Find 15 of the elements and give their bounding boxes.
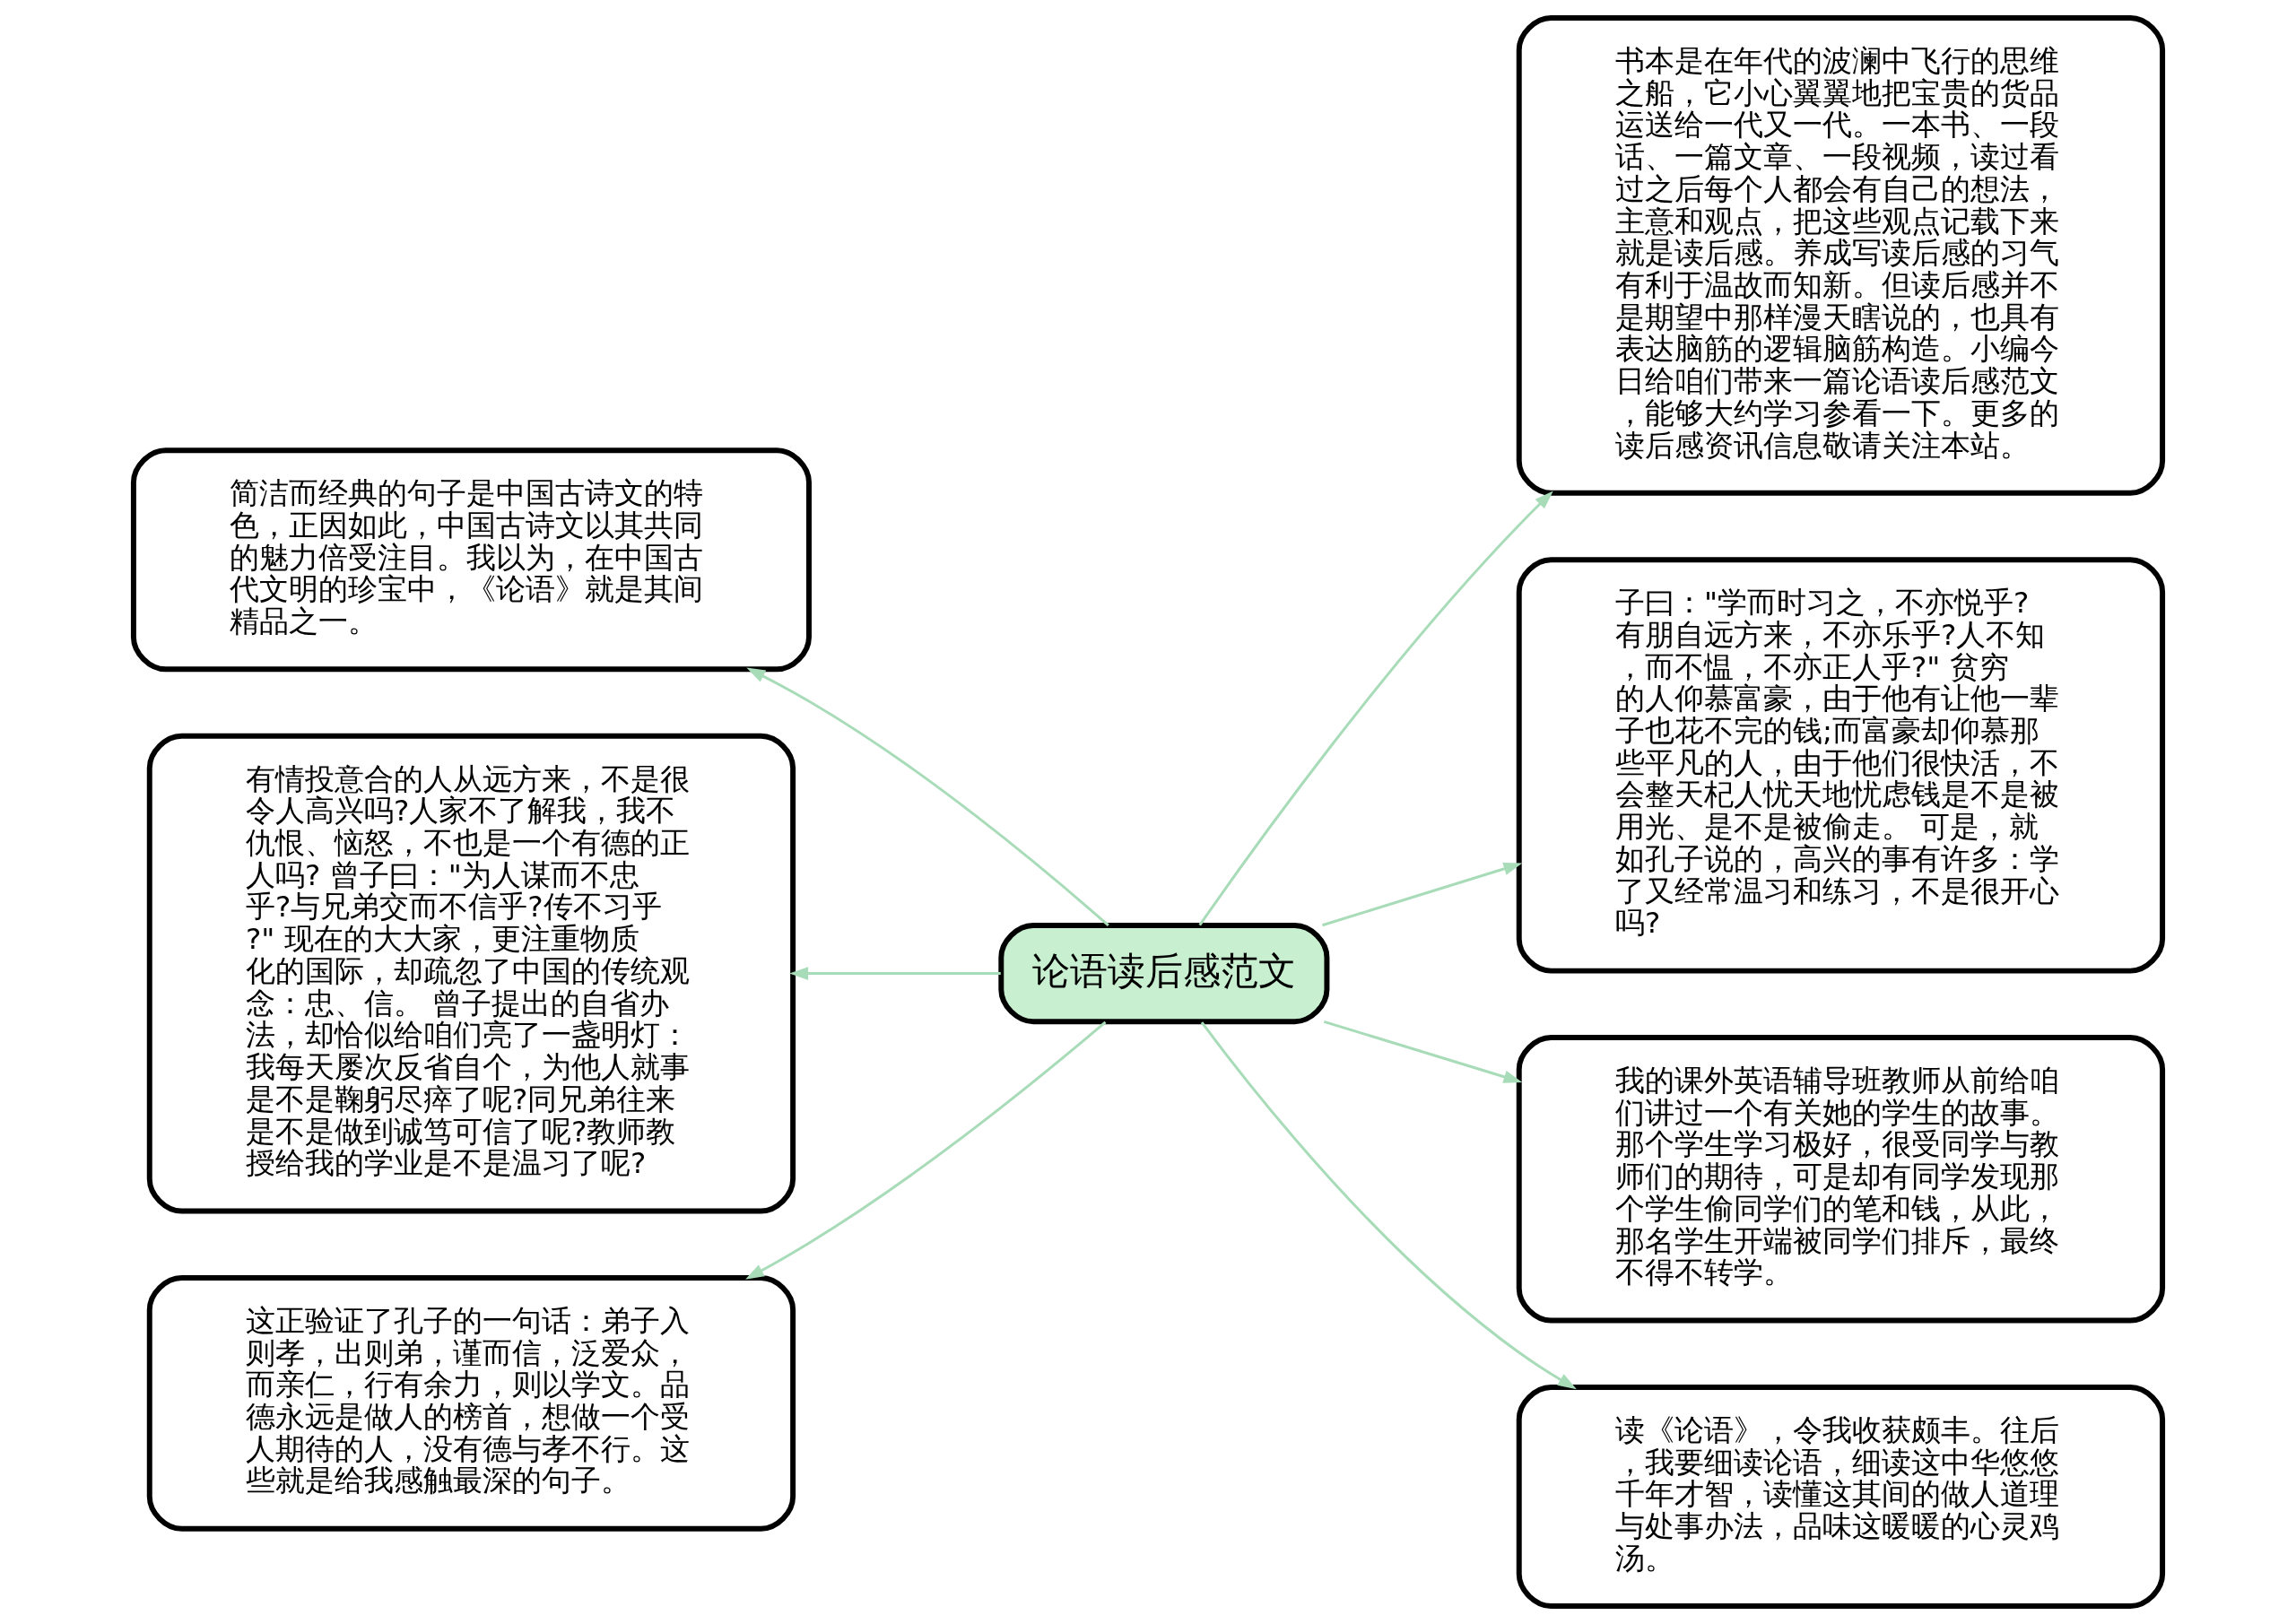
arrow xyxy=(745,1020,1107,1280)
arrow xyxy=(1198,491,1553,926)
arrow xyxy=(1323,1020,1523,1083)
node-box: 读《论语》，令我收获颇丰。往后，我要细读论语，细读这中华悠悠千年才智，读懂这其间的做人道理与处事办法，品味这暖暖的心灵鸡汤。 xyxy=(1516,1384,2166,1609)
node-box: 简洁而经典的句子是中国古诗文的特色，正因如此，中国古诗文以其共同的魅力倍受注目。我以为，在中国古代文明的珍宝中，《论语》就是其间精品之一。 xyxy=(130,447,812,673)
node-box: 子曰："学而时习之，不亦悦乎?有朋自远方来，不亦乐乎?人不知，而不愠，不亦正人乎?" 贫穷的人仰慕富豪，由于他有让他一辈子也花不完的钱;而富豪却仰慕那些平凡的人，由于他们很快活，不会整天杞人忧天地忧虑钱是不是被用光、是不是被偷走。 可是，就如孔子说的，高兴的事有许多：学了又经常温习和练习，不是很开心吗? xyxy=(1516,557,2166,974)
node-box: 这正验证了孔子的一句话：弟子入则孝，出则弟，谨而信，泛爱众，而亲仁，行有余力，则以学文。品德永远是做人的榜首，想做一个受人期待的人，没有德与孝不行。这些就是给我感触最深的句子。 xyxy=(146,1274,796,1532)
arrow xyxy=(789,967,1001,980)
arrow xyxy=(1322,862,1523,927)
node-box: 论语读后感范文 xyxy=(998,923,1330,1025)
node-box: 书本是在年代的波澜中飞行的思维之船，它小心翼翼地把宝贵的货品运送给一代又一代。一本书、一段话、一篇文章、一段视频，读过看过之后每个人都会有自己的想法，主意和观点，把这些观点记载下来就是读后感。养成写读后感的习气有利于温故而知新。但读后感并不是期望中那样漫天瞎说的，也具有表达脑筋的逻辑脑筋构造。小编今日给咱们带来一篇论语读后感范文，能够大约学习参看一下。更多的读后感资讯信息敬请关注本站。 xyxy=(1516,15,2166,496)
arrow xyxy=(746,667,1109,927)
arrow xyxy=(1200,1021,1577,1390)
node-box: 有情投意合的人从远方来，不是很令人高兴吗?人家不了解我，我不仇恨、恼怒，不也是一个有德的正人吗? 曾子曰："为人谋而不忠乎?与兄弟交而不信乎?传不习乎?" 现在的大大家，更注重物质化的国际，却疏忽了中国的传统观念：忠、信。 曾子提出的自省办法，却恰似给咱们亮了一盏明灯：我每天屡次反省自个，为他人就事是不是鞠躬尽瘁了呢?同兄弟往来是不是做到诚笃可信了呢?教师教授给我的学业是不是温习了呢? xyxy=(146,733,796,1214)
node-box: 我的课外英语辅导班教师从前给咱们讲过一个有关她的学生的故事。那个学生学习极好，很受同学与教师们的期待，可是却有同学发现那个学生偷同学们的笔和钱，从此，那名学生开端被同学们排斥，最终不得不转学。 xyxy=(1516,1035,2166,1324)
